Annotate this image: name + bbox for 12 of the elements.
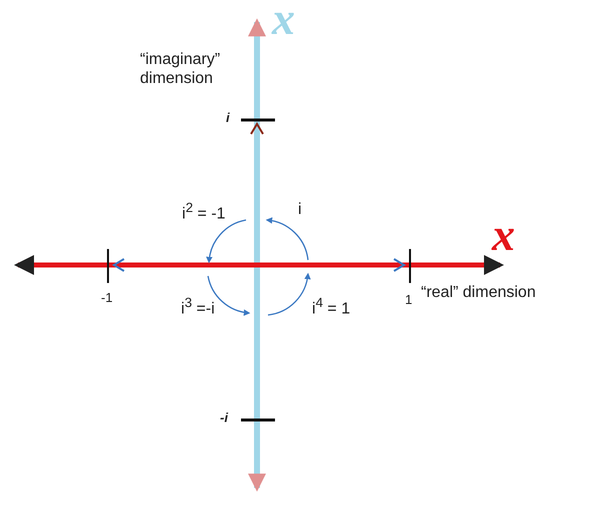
power-label: i$^{4}$ = 1: [312, 295, 350, 319]
power-label: i$^{3}$ =-i: [181, 295, 215, 319]
tick-label: i: [226, 110, 230, 126]
axis-title: “real” dimension: [421, 283, 536, 302]
axis-symbol: x: [492, 212, 515, 258]
axis-title: “imaginary” dimension: [140, 50, 222, 88]
power-label: i$^{2}$ = -1: [182, 200, 226, 224]
tick-label: -1: [101, 290, 113, 306]
tick-label: 1: [405, 292, 412, 308]
power-label: i: [298, 200, 302, 220]
axis-symbol: x: [272, 0, 295, 42]
tick-label: -i: [220, 410, 228, 426]
